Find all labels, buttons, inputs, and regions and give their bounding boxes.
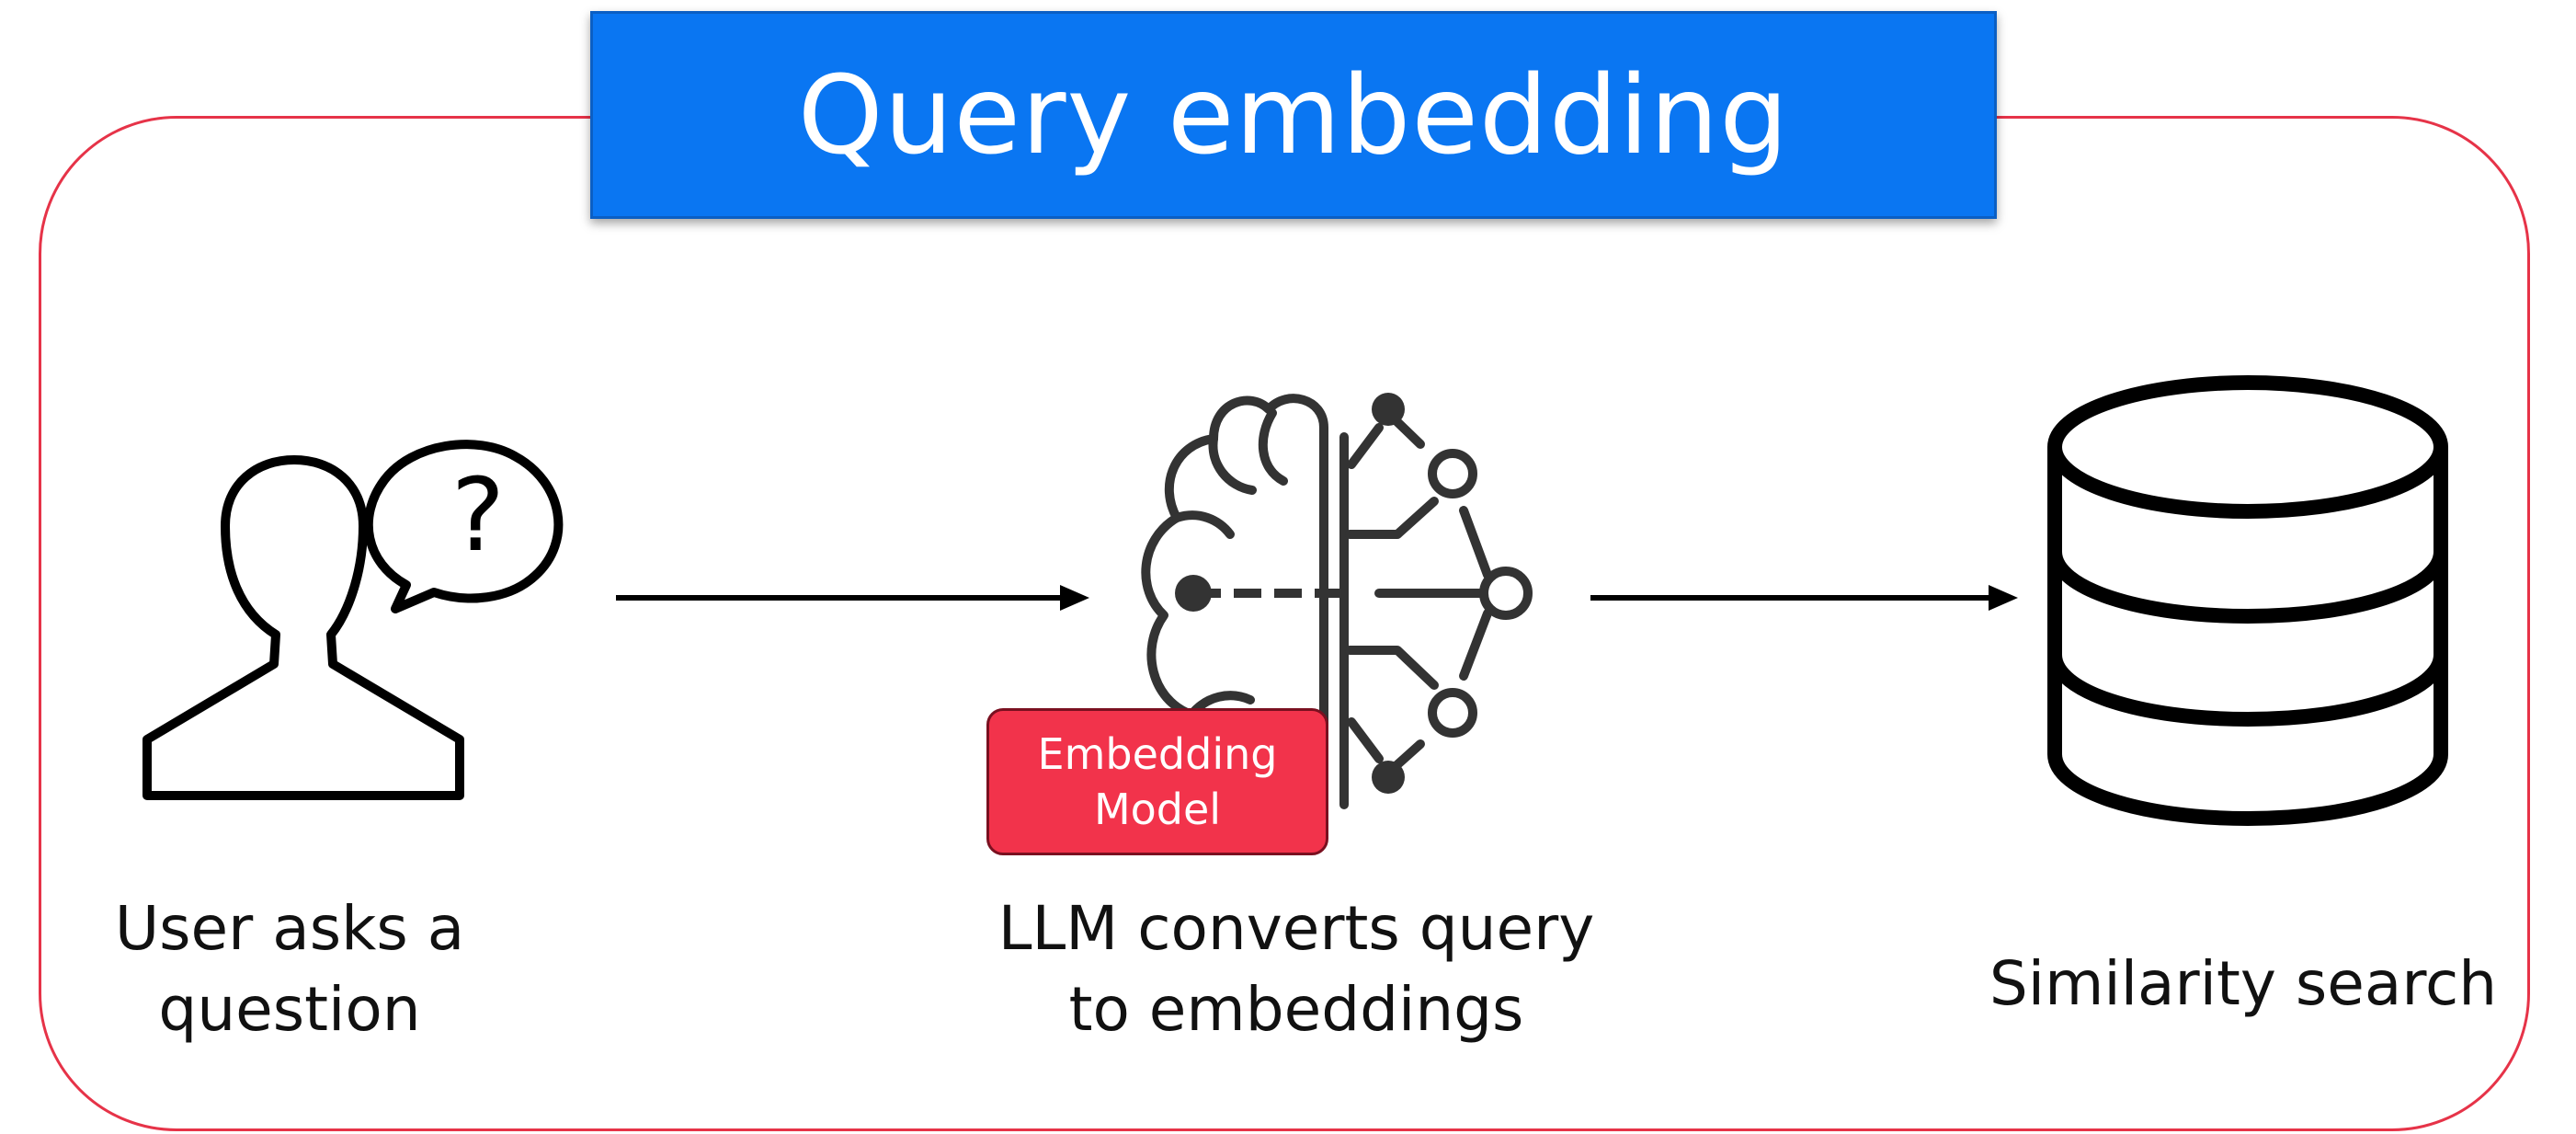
diagram-title: Query embedding [797,52,1790,178]
llm-caption: LLM converts query to embeddings [997,893,1595,1045]
title-banner: Query embedding [590,11,1997,219]
brain-circuit-icon [1141,393,1533,809]
svg-text:?: ? [451,456,505,574]
search-caption: Similarity search [1989,948,2498,1019]
user-question-icon: ? [142,440,564,800]
arrow-llm-to-search [1590,585,2018,611]
user-caption: User asks a question [114,893,465,1045]
badge-label: Embedding Model [1037,729,1278,834]
database-icon [2047,375,2448,826]
arrow-user-to-llm [616,585,1089,611]
embedding-model-badge: Embedding Model [986,708,1328,855]
